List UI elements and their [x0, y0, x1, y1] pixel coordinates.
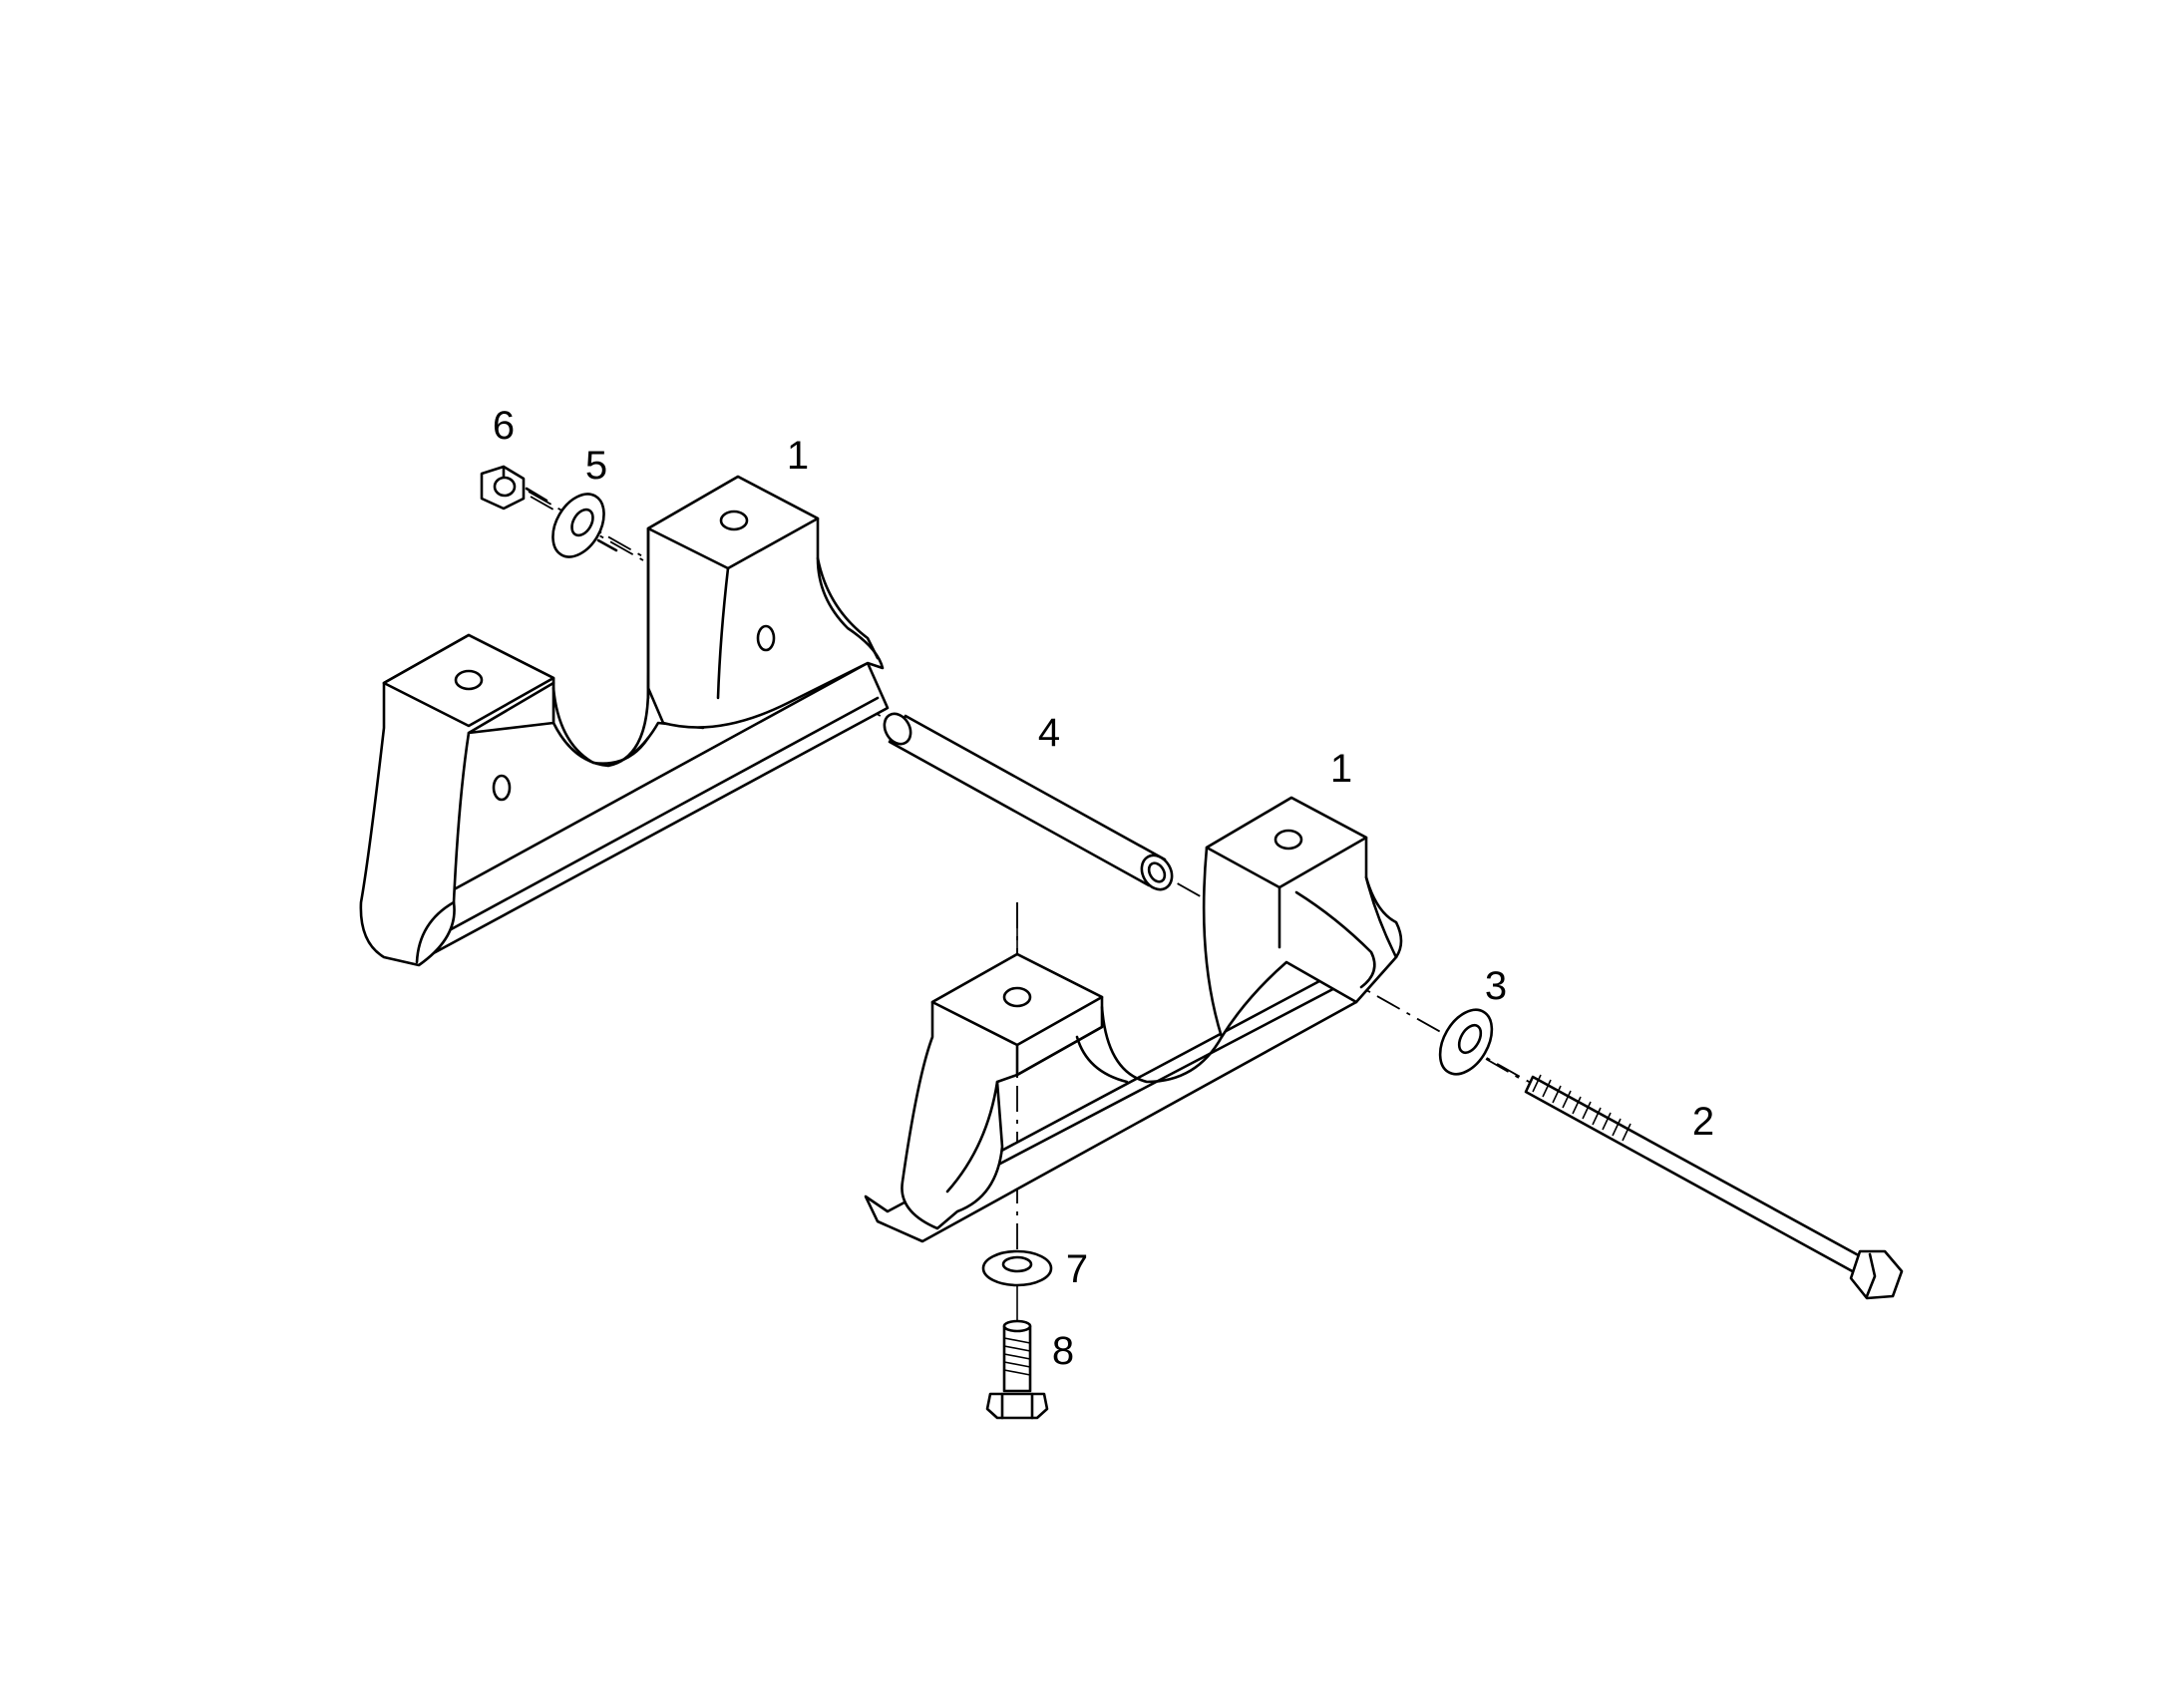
short-bolt [985, 1319, 1049, 1420]
upper-bracket [359, 475, 890, 967]
callout-7: 7 [1066, 1247, 1088, 1291]
washer-bottom [981, 1249, 1053, 1287]
callout-leaders [525, 487, 618, 552]
callout-6: 6 [493, 404, 515, 448]
callout-3: 3 [1485, 964, 1507, 1008]
callout-4: 4 [1038, 711, 1060, 755]
callout-2: 2 [1692, 1100, 1714, 1144]
callout-5: 5 [585, 444, 607, 488]
sleeve [883, 712, 1174, 891]
lower-bracket [864, 796, 1403, 1243]
washer-left [551, 493, 605, 558]
washer-right [1438, 1008, 1494, 1076]
callout-1-lower: 1 [1330, 747, 1352, 791]
callout-8: 8 [1052, 1329, 1074, 1373]
callout-1-upper: 1 [787, 434, 809, 478]
nut [480, 465, 526, 511]
callout-labels: 6 5 1 4 1 3 2 7 8 [493, 404, 1714, 1373]
long-bolt [1524, 1074, 1904, 1300]
